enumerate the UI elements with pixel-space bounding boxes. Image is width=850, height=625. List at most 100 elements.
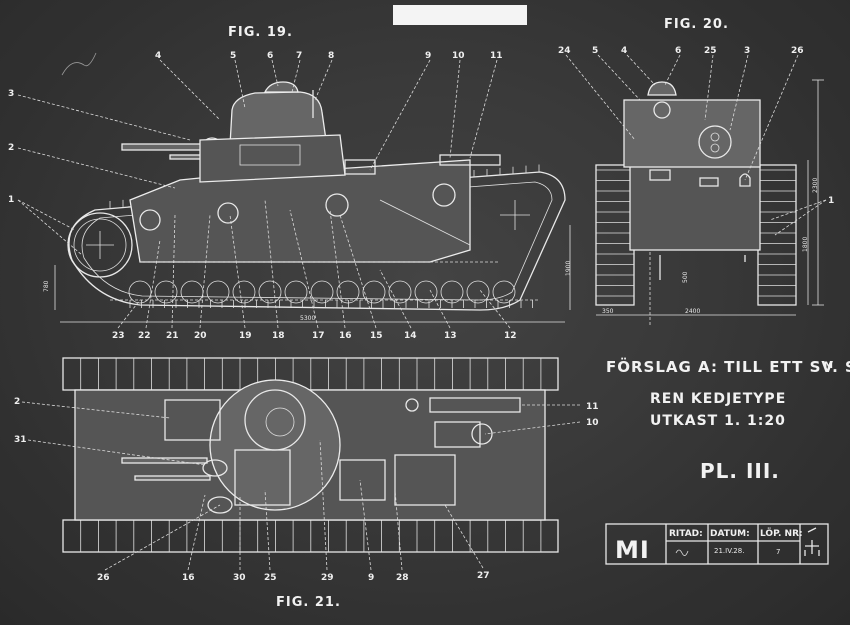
label-2-top: 2 bbox=[14, 397, 20, 407]
label-27: 27 bbox=[477, 571, 490, 581]
datum-value: 21.IV.28. bbox=[714, 547, 744, 555]
front-cupola bbox=[647, 81, 677, 96]
front-sponson bbox=[164, 399, 221, 441]
label-7: 7 bbox=[296, 51, 302, 61]
label-21: 21 bbox=[166, 331, 179, 341]
label-23: 23 bbox=[112, 331, 125, 341]
label-3-front: 3 bbox=[744, 46, 750, 56]
cupola bbox=[263, 81, 299, 93]
label-13: 13 bbox=[444, 331, 457, 341]
road-wheel bbox=[466, 280, 490, 304]
road-wheel bbox=[284, 280, 308, 304]
fig21-top-view: FIG. 21. bbox=[14, 357, 599, 610]
label-2: 2 bbox=[8, 143, 14, 153]
pencil-note bbox=[61, 52, 97, 76]
front-hull bbox=[629, 164, 761, 251]
front-track-links bbox=[596, 169, 796, 297]
fig19-side-view: FIG. 19. bbox=[8, 25, 572, 341]
title-line3: UTKAST 1. 1:20 bbox=[650, 413, 786, 429]
fig20-leaders bbox=[565, 54, 827, 325]
superstructure bbox=[199, 134, 346, 183]
width-dimension: 2400 bbox=[685, 308, 700, 315]
road-wheel bbox=[414, 280, 438, 304]
label-16: 16 bbox=[339, 331, 352, 341]
label-14: 14 bbox=[404, 331, 417, 341]
label-9: 9 bbox=[425, 51, 431, 61]
title-block: FÖRSLAG A: TILL ETT SV. S. M REN KEDJETY… bbox=[605, 357, 850, 565]
top-turret bbox=[209, 379, 341, 511]
label-5: 5 bbox=[230, 51, 236, 61]
track-width-dimension: 350 bbox=[602, 308, 614, 315]
return-roller bbox=[139, 209, 161, 231]
lopnr-value: 7 bbox=[776, 548, 780, 556]
road-wheel bbox=[154, 280, 178, 304]
label-25-top: 25 bbox=[264, 573, 277, 583]
clearance-dimension: 500 bbox=[682, 271, 689, 283]
top-exhaust-cylinder bbox=[429, 397, 521, 413]
mi-logo: MI bbox=[615, 536, 650, 564]
height-front-dimension: 1800 bbox=[802, 237, 809, 252]
label-18: 18 bbox=[272, 331, 285, 341]
height-left-dimension: 780 bbox=[43, 280, 50, 292]
label-17: 17 bbox=[312, 331, 325, 341]
title-line1-mark: M bbox=[824, 361, 834, 371]
label-11: 11 bbox=[490, 51, 503, 61]
road-wheel bbox=[128, 280, 152, 304]
top-secondary-gun bbox=[134, 475, 211, 481]
road-wheels bbox=[128, 280, 516, 304]
label-6-front: 6 bbox=[675, 46, 681, 56]
fig20-title: FIG. 20. bbox=[664, 17, 729, 32]
label-20: 20 bbox=[194, 331, 207, 341]
front-idler-wheel bbox=[67, 212, 133, 278]
label-4-front: 4 bbox=[621, 46, 627, 56]
front-gun-port bbox=[698, 125, 732, 159]
label-28: 28 bbox=[396, 573, 409, 583]
length-dimension: 5300 bbox=[300, 315, 315, 322]
height-right-dimension: 1900 bbox=[565, 261, 572, 276]
fig21-leaders bbox=[21, 401, 581, 571]
fig19-leaders bbox=[17, 59, 511, 329]
label-1: 1 bbox=[8, 195, 14, 205]
label-10: 10 bbox=[452, 51, 465, 61]
label-5-front: 5 bbox=[592, 46, 598, 56]
masked-label-patch bbox=[393, 5, 527, 25]
label-8: 8 bbox=[328, 51, 334, 61]
label-10-top: 10 bbox=[586, 418, 599, 428]
label-25-front: 25 bbox=[704, 46, 717, 56]
turret bbox=[229, 91, 327, 146]
road-wheel bbox=[492, 280, 516, 304]
road-wheel bbox=[206, 280, 230, 304]
road-wheel bbox=[362, 280, 386, 304]
label-30: 30 bbox=[233, 573, 246, 583]
engine-block bbox=[394, 454, 456, 506]
label-11-top: 11 bbox=[586, 402, 599, 412]
fig21-title: FIG. 21. bbox=[276, 595, 341, 610]
title-block-table bbox=[605, 523, 829, 565]
return-roller bbox=[325, 193, 349, 217]
ritad-label: RITAD: bbox=[669, 529, 703, 539]
label-1-front: 1 bbox=[828, 196, 834, 206]
road-wheel bbox=[388, 280, 412, 304]
label-6: 6 bbox=[267, 51, 273, 61]
height-front-top-dimension: 2300 bbox=[812, 178, 819, 193]
ritad-signature bbox=[675, 549, 689, 556]
track-inner-outline bbox=[81, 181, 553, 301]
label-4: 4 bbox=[155, 51, 161, 61]
label-9-top: 9 bbox=[368, 573, 374, 583]
label-16-top: 16 bbox=[182, 573, 195, 583]
title-line2: REN KEDJETYPE bbox=[650, 391, 786, 407]
label-26-top: 26 bbox=[97, 573, 110, 583]
label-12: 12 bbox=[504, 331, 517, 341]
top-main-gun bbox=[121, 457, 208, 464]
plate-number: PL. III. bbox=[700, 459, 780, 483]
road-wheel bbox=[232, 280, 256, 304]
title-line1: FÖRSLAG A: TILL ETT SV. S. bbox=[606, 357, 850, 376]
label-31: 31 bbox=[14, 435, 27, 445]
label-3: 3 bbox=[8, 89, 14, 99]
label-22: 22 bbox=[138, 331, 151, 341]
main-gun bbox=[121, 143, 213, 151]
return-roller bbox=[432, 183, 456, 207]
road-wheel bbox=[336, 280, 360, 304]
label-15: 15 bbox=[370, 331, 383, 341]
